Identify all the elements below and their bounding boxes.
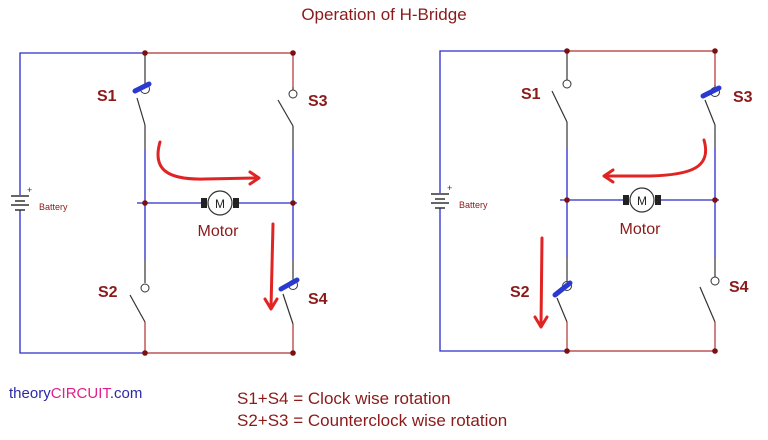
left-bottom-wire [19,210,145,354]
brand-prefix: theory [9,385,51,402]
brand-suffix: .com [109,385,143,402]
right-motor-symbol: M [637,194,647,208]
right-label-s2: S2 [510,284,530,301]
right-motor-label: Motor [620,221,662,238]
right-s3-handle[interactable] [700,85,722,99]
s4-handle[interactable] [278,277,300,292]
legend-line-counterclockwise: S2+S3 = Counterclock wise rotation [237,411,508,430]
s3-blade[interactable] [277,99,294,127]
s1-blade[interactable] [136,97,146,126]
s3-contact [288,89,298,99]
left-label-s1: S1 [97,88,117,105]
right-s2-handle[interactable] [552,280,573,298]
left-current-arrow-down [269,222,275,310]
legend-line-clockwise: S1+S4 = Clock wise rotation [237,389,451,408]
left-battery-plus: + [27,185,32,195]
left-top-wire-right [145,52,294,87]
brand-middle: CIRCUIT [50,385,110,402]
right-battery-plus: + [447,183,452,193]
diagram-title: Operation of H-Bridge [301,5,467,24]
right-label-s4: S4 [729,279,749,296]
site-brand[interactable]: theoryCIRCUIT.com [9,385,142,402]
left-motor-symbol: M [215,197,225,211]
right-s2-blade[interactable] [556,297,568,323]
circuit-right: M Motor + Battery S1 S3 [431,48,753,354]
left-top-wire [19,52,145,195]
s2-contact [140,283,150,293]
left-label-s4: S4 [308,291,328,308]
left-battery-label: Battery [39,202,68,212]
left-label-s3: S3 [308,93,328,110]
rotation-legend: S1+S4 = Clock wise rotation S2+S3 = Coun… [237,388,507,432]
circuit-left: M Motor + Battery S1 S3 [11,50,328,356]
s4-blade[interactable] [282,293,294,325]
right-s3-blade[interactable] [704,99,716,126]
right-s4-blade[interactable] [699,286,716,323]
right-current-arrow-down [539,236,544,328]
right-motor-icon [629,187,655,213]
s2-blade[interactable] [129,294,146,323]
right-s1-contact [562,79,572,89]
left-motor-label: Motor [198,223,240,240]
left-current-arrow-top [156,140,260,181]
left-bottom-wire-right [145,324,294,354]
right-battery-label: Battery [459,200,488,210]
s1-handle[interactable] [132,81,152,94]
right-current-arrow-top [603,138,708,178]
right-label-s3: S3 [733,89,753,106]
left-motor-icon [207,190,233,216]
right-label-s1: S1 [521,86,541,103]
left-label-s2: S2 [98,284,118,301]
right-s1-blade[interactable] [551,90,568,123]
right-s4-contact [710,276,720,286]
